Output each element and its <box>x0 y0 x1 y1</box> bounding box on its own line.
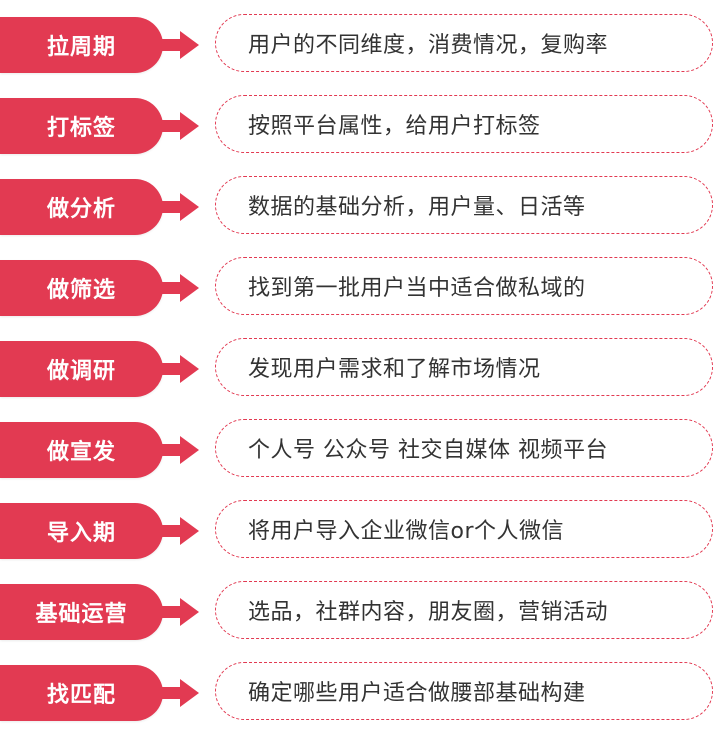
step-description-box: 发现用户需求和了解市场情况 <box>215 338 713 396</box>
step-label-pill: 打标签 <box>0 98 163 154</box>
step-description: 将用户导入企业微信or个人微信 <box>248 519 565 544</box>
step-description-box: 将用户导入企业微信or个人微信 <box>215 500 713 558</box>
step-label: 打标签 <box>46 116 116 141</box>
step-row: 导入期 将用户导入企业微信or个人微信 <box>0 500 725 560</box>
step-row: 基础运营 选品，社群内容，朋友圈，营销活动 <box>0 581 725 641</box>
step-description: 找到第一批用户当中适合做私域的 <box>248 276 586 301</box>
step-label: 做宣发 <box>46 440 116 465</box>
step-label-pill: 找匹配 <box>0 665 163 721</box>
step-label: 拉周期 <box>46 35 116 60</box>
right-arrow-icon <box>160 31 199 59</box>
right-arrow-icon <box>160 355 199 383</box>
step-label: 找匹配 <box>46 683 116 708</box>
step-description: 用户的不同维度，消费情况，复购率 <box>248 33 609 58</box>
steps-list: 拉周期 用户的不同维度，消费情况，复购率 打标签 按照平台属性，给用户打标签 做… <box>0 14 725 743</box>
right-arrow-icon <box>160 274 199 302</box>
right-arrow-icon <box>160 193 199 221</box>
step-row: 做调研 发现用户需求和了解市场情况 <box>0 338 725 398</box>
step-description: 选品，社群内容，朋友圈，营销活动 <box>248 600 609 625</box>
step-row: 做筛选 找到第一批用户当中适合做私域的 <box>0 257 725 317</box>
step-label-pill: 导入期 <box>0 503 163 559</box>
step-row: 打标签 按照平台属性，给用户打标签 <box>0 95 725 155</box>
step-description: 确定哪些用户适合做腰部基础构建 <box>248 681 586 706</box>
step-label: 导入期 <box>46 521 116 546</box>
step-description: 个人号 公众号 社交自媒体 视频平台 <box>248 438 608 463</box>
step-description-box: 数据的基础分析，用户量、日活等 <box>215 176 713 234</box>
step-description-box: 用户的不同维度，消费情况，复购率 <box>215 14 713 72</box>
step-description-box: 选品，社群内容，朋友圈，营销活动 <box>215 581 713 639</box>
right-arrow-icon <box>160 112 199 140</box>
step-row: 做宣发 个人号 公众号 社交自媒体 视频平台 <box>0 419 725 479</box>
step-description-box: 按照平台属性，给用户打标签 <box>215 95 713 153</box>
step-label: 做分析 <box>46 197 116 222</box>
right-arrow-icon <box>160 436 199 464</box>
step-label-pill: 基础运营 <box>0 584 163 640</box>
step-description: 发现用户需求和了解市场情况 <box>248 357 541 382</box>
step-description-box: 个人号 公众号 社交自媒体 视频平台 <box>215 419 713 477</box>
step-row: 做分析 数据的基础分析，用户量、日活等 <box>0 176 725 236</box>
step-description: 数据的基础分析，用户量、日活等 <box>248 195 586 220</box>
step-description-box: 确定哪些用户适合做腰部基础构建 <box>215 662 713 720</box>
step-label-pill: 拉周期 <box>0 17 163 73</box>
step-description-box: 找到第一批用户当中适合做私域的 <box>215 257 713 315</box>
right-arrow-icon <box>160 517 199 545</box>
step-row: 拉周期 用户的不同维度，消费情况，复购率 <box>0 14 725 74</box>
step-label: 做筛选 <box>46 278 116 303</box>
step-description: 按照平台属性，给用户打标签 <box>248 114 541 139</box>
step-label: 基础运营 <box>35 602 128 627</box>
step-label: 做调研 <box>46 359 116 384</box>
step-label-pill: 做宣发 <box>0 422 163 478</box>
step-label-pill: 做分析 <box>0 179 163 235</box>
step-label-pill: 做筛选 <box>0 260 163 316</box>
step-row: 找匹配 确定哪些用户适合做腰部基础构建 <box>0 662 725 722</box>
step-label-pill: 做调研 <box>0 341 163 397</box>
right-arrow-icon <box>160 598 199 626</box>
right-arrow-icon <box>160 679 199 707</box>
